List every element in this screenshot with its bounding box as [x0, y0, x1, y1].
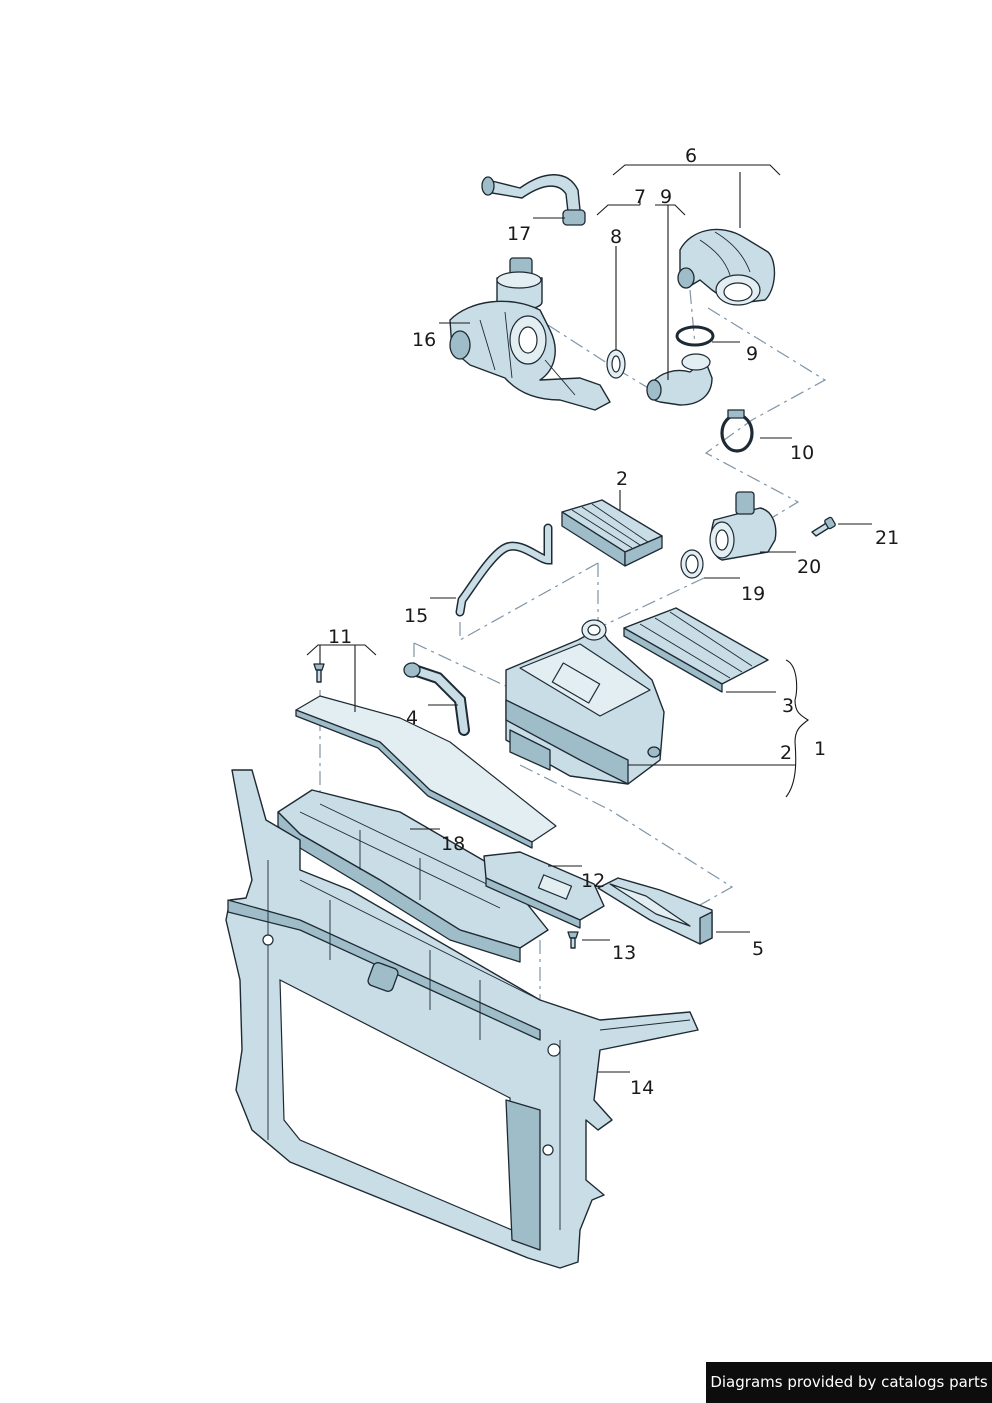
callout-2-filter-element: 2: [616, 468, 628, 490]
callout-7: 7: [634, 186, 646, 208]
callout-2-housing: 2: [780, 742, 792, 764]
part-8-seal-ring-inner: [611, 355, 621, 373]
part-12-air-guide: [483, 851, 605, 929]
part-9-elbow-pipe: [646, 353, 713, 406]
part-10-clamp-lock: [727, 409, 745, 419]
part-17-breather-hose: [481, 174, 586, 226]
callout-21: 21: [875, 527, 899, 549]
callout-11: 11: [328, 626, 352, 648]
screw-11: [313, 663, 325, 683]
part-2-air-filter-housing: [505, 619, 665, 785]
callout-1: 1: [814, 738, 826, 760]
diagram-credit-banner: Diagrams provided by catalogs parts: [706, 1362, 992, 1403]
part-13-screw: [567, 931, 579, 949]
part-9-clamp: [675, 325, 715, 347]
callout-8: 8: [610, 226, 622, 248]
callout-12: 12: [581, 870, 605, 892]
part-15-vent-hose: [455, 523, 553, 617]
callout-3: 3: [782, 695, 794, 717]
part-11-air-duct: [295, 695, 557, 849]
callout-9-top: 9: [660, 186, 672, 208]
part-2-filter-element: [561, 499, 663, 567]
part-16-turbocharger: [449, 257, 611, 411]
callout-9-clamp: 9: [746, 343, 758, 365]
callout-labels: 1 2 2 3 4 5 6 7 8 9 9 10 11 12 13 14 15 …: [328, 145, 899, 1099]
callout-16: 16: [412, 329, 436, 351]
callout-5: 5: [752, 938, 764, 960]
part-19-seal-inner: [685, 554, 699, 574]
callout-10: 10: [790, 442, 814, 464]
part-4-drain-hose: [403, 662, 470, 736]
callout-14: 14: [630, 1077, 654, 1099]
callout-17: 17: [507, 223, 531, 245]
part-14-lock-carrier: [225, 769, 699, 1269]
part-6-charge-air-hose: [677, 228, 776, 306]
callout-13: 13: [612, 942, 636, 964]
callout-15: 15: [404, 605, 428, 627]
callout-18: 18: [441, 833, 465, 855]
assembly-lines: [319, 289, 827, 1000]
part-20-air-mass-meter: [709, 491, 777, 561]
part-21-screw: [811, 516, 836, 537]
part-5-air-guide: [597, 877, 713, 945]
part-10-hose-clamp: [720, 413, 754, 453]
leader-lines: [306, 164, 872, 1073]
callout-6: 6: [685, 145, 697, 167]
callout-4: 4: [406, 707, 418, 729]
callout-19: 19: [741, 583, 765, 605]
callout-20: 20: [797, 556, 821, 578]
part-3-filter-insert: [623, 607, 769, 693]
